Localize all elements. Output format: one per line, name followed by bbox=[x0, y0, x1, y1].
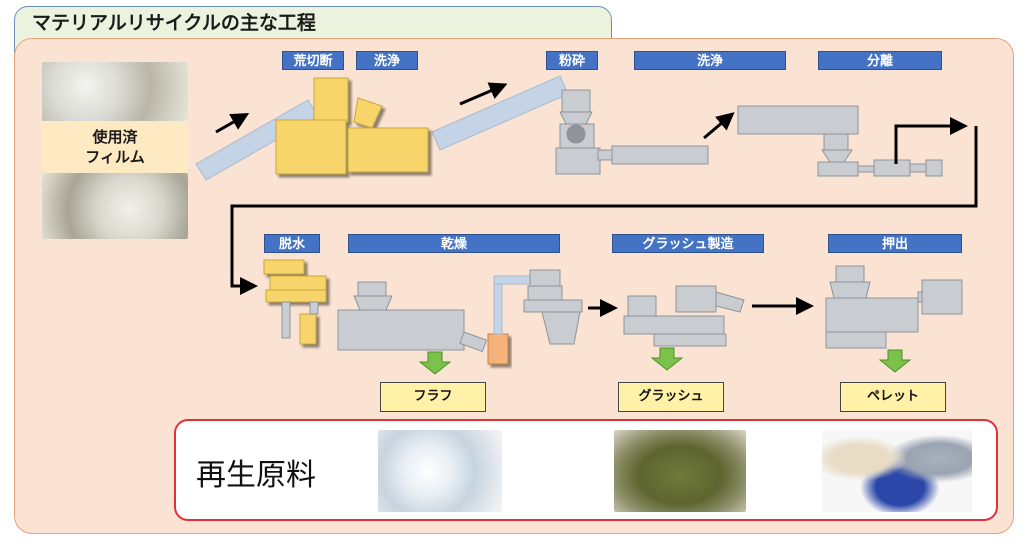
flow-arrow-4 bbox=[894, 117, 968, 164]
pulverizer-machine bbox=[555, 89, 613, 175]
flow-arrow-2 bbox=[459, 82, 508, 106]
step-label-dewater: 脱水 bbox=[264, 234, 320, 253]
crusher-machine bbox=[275, 77, 429, 175]
product-box-grush: グラッシュ bbox=[618, 382, 724, 412]
product-arrow-grush bbox=[650, 347, 684, 371]
wash-tank bbox=[611, 145, 709, 165]
grush-machine bbox=[623, 285, 745, 347]
step-label-wash1: 洗浄 bbox=[356, 51, 418, 70]
recycled-material-label: 再生原料 bbox=[196, 458, 316, 493]
step-label-wash2: 洗浄 bbox=[634, 51, 786, 70]
step-label-extrude: 押出 bbox=[828, 234, 962, 253]
dewater-pipes bbox=[281, 301, 319, 339]
separator-machine bbox=[737, 105, 943, 177]
product-arrow-pellet bbox=[878, 349, 912, 373]
fluff-photo bbox=[378, 430, 502, 512]
flow-arrow-3 bbox=[703, 112, 735, 140]
extruder-machine bbox=[825, 265, 963, 349]
step-label-grush-make: グラッシュ製造 bbox=[612, 234, 764, 253]
used-film-label: 使用済 フィルム bbox=[42, 121, 188, 173]
crusher-body bbox=[275, 119, 347, 175]
flow-arrow-1 bbox=[215, 113, 250, 134]
product-box-pellet: ペレット bbox=[840, 382, 946, 412]
cyclone bbox=[523, 269, 583, 345]
used-film-photo-bottom bbox=[42, 173, 188, 239]
washer-chute bbox=[353, 97, 383, 129]
step-label-dry: 乾燥 bbox=[348, 234, 560, 253]
product-box-fluff: フラフ bbox=[380, 382, 486, 412]
dryer-hopper bbox=[487, 333, 509, 365]
flow-return-path bbox=[230, 126, 978, 295]
dryer-machine bbox=[337, 281, 488, 353]
page-title: マテリアルリサイクルの主な工程 bbox=[32, 12, 316, 34]
step-label-crush: 荒切断 bbox=[282, 51, 344, 70]
washer-body bbox=[347, 127, 429, 173]
grush-photo bbox=[614, 430, 746, 512]
step-label-separate: 分離 bbox=[818, 51, 942, 70]
product-arrow-fluff bbox=[418, 351, 452, 375]
dewater-machine bbox=[263, 259, 327, 345]
step-label-pulverize: 粉砕 bbox=[546, 51, 598, 70]
used-film-photo-top bbox=[42, 62, 188, 122]
used-film-label-line2: フィルム bbox=[85, 148, 145, 166]
pellet-photo bbox=[822, 430, 972, 512]
used-film-label-line1: 使用済 bbox=[92, 128, 138, 146]
crusher-hopper bbox=[313, 77, 349, 123]
